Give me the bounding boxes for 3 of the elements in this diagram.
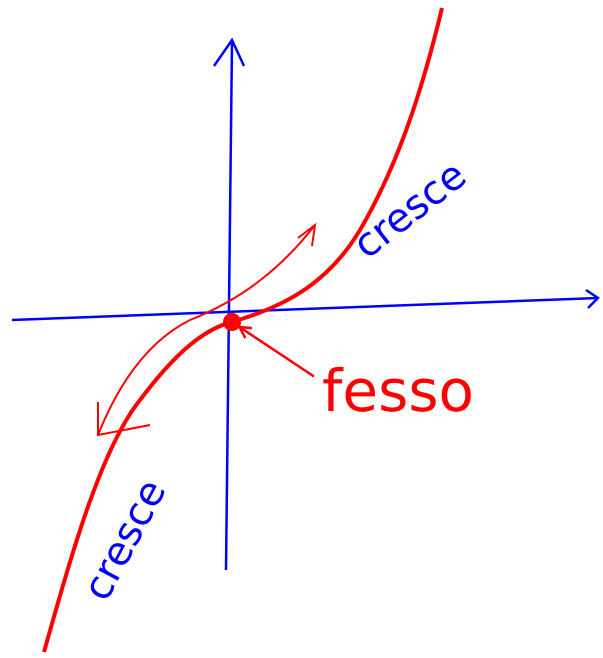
inflection-point — [223, 313, 241, 331]
point-label: fesso — [322, 362, 474, 420]
arrow — [238, 326, 315, 378]
